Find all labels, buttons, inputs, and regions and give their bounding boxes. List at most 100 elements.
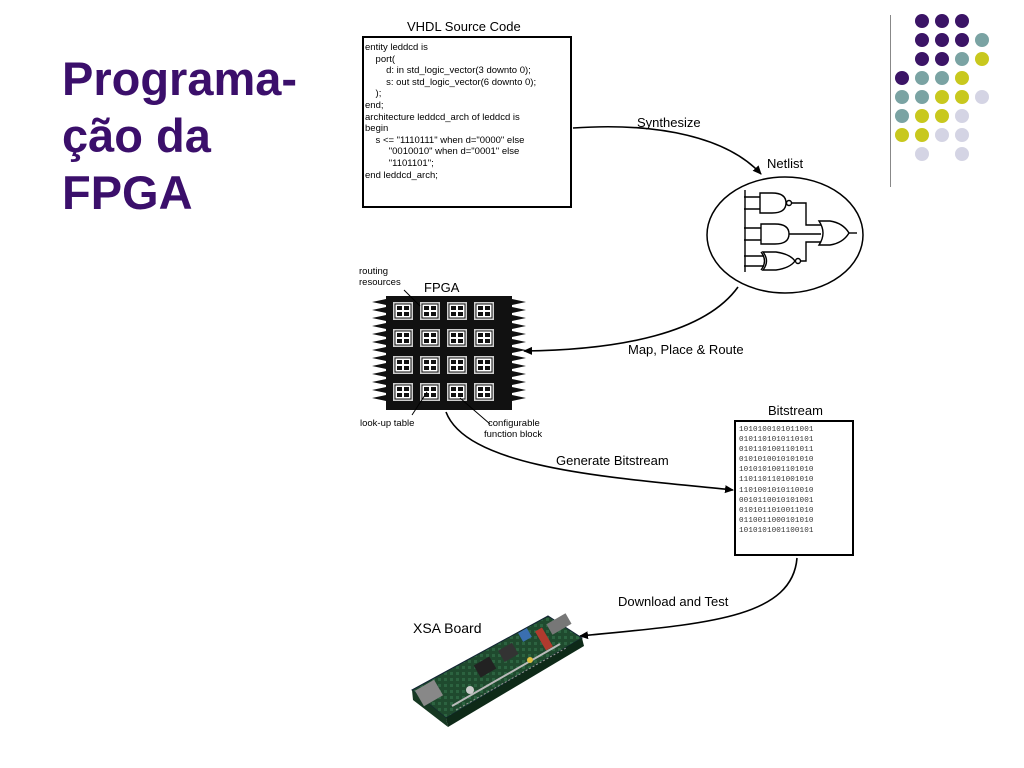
bitstream-line: 0010110010101001 <box>739 496 814 505</box>
decorative-dot <box>935 109 949 123</box>
code-line: end leddcd_arch; <box>365 169 438 181</box>
fpga-label: FPGA <box>424 280 460 295</box>
decorative-divider <box>890 15 891 187</box>
code-line: begin <box>365 123 389 135</box>
cfb-pointer <box>459 397 491 425</box>
code-line: s <= "1110111" when d="0000" else <box>365 134 525 146</box>
decorative-dot <box>895 71 909 85</box>
decorative-dot <box>955 147 969 161</box>
decorative-dot <box>935 90 949 104</box>
code-line: "1101101"; <box>365 157 434 169</box>
fpga-logic-cell <box>447 302 467 320</box>
fpga-logic-cell <box>474 329 494 347</box>
decorative-dot <box>915 147 929 161</box>
decorative-dot <box>955 33 969 47</box>
decorative-dot <box>915 33 929 47</box>
fpga-logic-cell <box>393 356 413 374</box>
slide-title: Programa- ção da FPGA <box>62 50 352 221</box>
fpga-logic-cell <box>393 383 413 401</box>
decorative-dot <box>955 109 969 123</box>
decorative-dot <box>975 52 989 66</box>
decorative-dot <box>915 90 929 104</box>
fpga-logic-cell <box>474 302 494 320</box>
fpga-logic-cell <box>447 329 467 347</box>
decorative-dot <box>935 14 949 28</box>
code-line: port( <box>365 53 396 65</box>
vhdl-title: VHDL Source Code <box>407 19 521 34</box>
netlist-label: Netlist <box>767 156 804 171</box>
generate-bitstream-label: Generate Bitstream <box>556 453 669 468</box>
xsa-board-image <box>411 613 584 727</box>
bitstream-line: 0110011000101010 <box>739 516 814 525</box>
bitstream-box <box>734 420 854 556</box>
cfb-label-line: function block <box>484 429 543 440</box>
fpga-logic-cell <box>393 329 413 347</box>
code-line: "0010010" when d="0001" else <box>365 146 520 158</box>
decorative-dot <box>975 90 989 104</box>
fpga-logic-cell <box>420 302 440 320</box>
xsa-board-label: XSA Board <box>413 620 482 636</box>
decorative-dot-grid <box>895 14 1024 174</box>
code-line: end; <box>365 99 384 111</box>
decorative-dot <box>895 128 909 142</box>
logic-gates-icon <box>744 190 857 272</box>
routing-label-line: routing <box>359 266 389 277</box>
bitstream-line: 1010100101011001 <box>739 426 814 434</box>
bitstream-content: 1010100101011001 0101101010110101 010110… <box>739 425 814 536</box>
decorative-dot <box>935 71 949 85</box>
decorative-dot <box>935 52 949 66</box>
download-test-label: Download and Test <box>618 594 729 609</box>
fpga-logic-cell <box>420 329 440 347</box>
decorative-dot <box>915 52 929 66</box>
routing-pointer <box>403 289 421 307</box>
configurable-function-block-label: configurable function block <box>484 418 542 440</box>
decorative-dot <box>915 71 929 85</box>
title-line-3: FPGA <box>62 166 193 219</box>
fpga-logic-cell <box>447 383 467 401</box>
map-place-route-arrow <box>523 286 739 355</box>
decorative-dot <box>955 52 969 66</box>
decorative-dot <box>935 128 949 142</box>
fpga-logic-cell <box>420 383 440 401</box>
fpga-logic-cell <box>393 302 413 320</box>
map-place-route-label: Map, Place & Route <box>628 342 744 357</box>
decorative-dot <box>915 109 929 123</box>
fpga-logic-cell <box>420 356 440 374</box>
code-line: d: in std_logic_vector(3 downto 0); <box>365 65 531 77</box>
fpga-logic-cell <box>447 356 467 374</box>
decorative-dot <box>895 109 909 123</box>
bitstream-line: 1010101001100101 <box>739 526 814 535</box>
synthesize-arrow <box>572 125 762 175</box>
bitstream-title: Bitstream <box>768 403 823 418</box>
bitstream-line: 1010101001101010 <box>739 466 814 475</box>
lut-pointer <box>411 391 428 416</box>
bitstream-line: 0101101001101011 <box>739 446 814 455</box>
download-test-arrow <box>579 557 798 640</box>
synthesize-label: Synthesize <box>637 115 701 130</box>
code-line: ); <box>365 88 382 100</box>
title-line-1: Programa- <box>62 52 298 105</box>
bitstream-line: 1101001010110010 <box>739 486 814 495</box>
routing-label-line: resources <box>359 277 401 288</box>
fpga-logic-cell <box>474 383 494 401</box>
decorative-dot <box>895 90 909 104</box>
bitstream-line: 0101101010110101 <box>739 436 814 445</box>
bitstream-line: 0101011010011010 <box>739 506 814 515</box>
decorative-dot <box>955 14 969 28</box>
decorative-dot <box>935 33 949 47</box>
vhdl-code-box <box>362 36 572 208</box>
vhdl-code: entity leddcd is port( d: in std_logic_v… <box>365 42 536 181</box>
bitstream-line: 0101010010101010 <box>739 456 814 465</box>
fpga-chip <box>372 296 526 410</box>
generate-bitstream-arrow <box>445 411 734 494</box>
lookup-table-label: look-up table <box>360 418 415 429</box>
decorative-dot <box>955 90 969 104</box>
routing-resources-label: routing resources <box>359 266 401 288</box>
netlist-ellipse <box>706 176 864 294</box>
decorative-dot <box>975 33 989 47</box>
title-line-2: ção da <box>62 109 211 162</box>
code-line: s: out std_logic_vector(6 downto 0); <box>365 76 537 88</box>
cfb-label-line: configurable <box>488 418 540 429</box>
decorative-dot <box>955 128 969 142</box>
decorative-dot <box>915 128 929 142</box>
